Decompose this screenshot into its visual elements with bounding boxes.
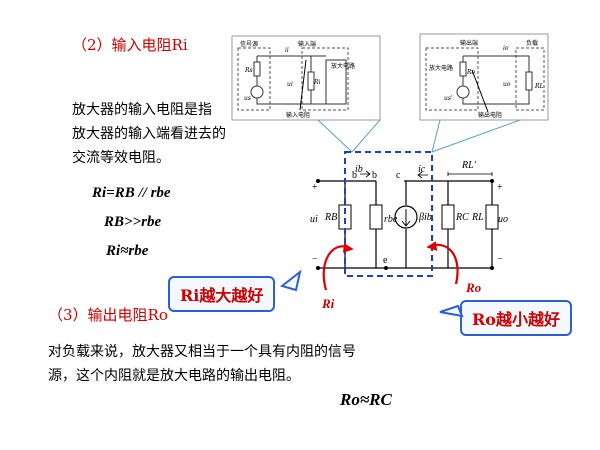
output-wiring	[462, 55, 530, 105]
equivalent-circuit: + − + − ui uo b b c e ib ic RB rbe βib R…	[310, 160, 508, 270]
rl-prime-bracket	[447, 172, 493, 176]
e-node: e	[383, 255, 388, 266]
signal-source-box	[237, 47, 271, 111]
formula-ri: Ri=RB // rbe	[92, 185, 171, 201]
rl-resistor	[525, 71, 533, 91]
output-source-circle	[456, 85, 470, 99]
desc-line-2: 放大器的输入端看进去的	[72, 126, 226, 142]
ri-callout-pointer	[279, 269, 302, 292]
amplifier-boundary	[344, 151, 433, 277]
ui-label-main: ui	[310, 214, 318, 225]
output-resistance-label: 输出电阻	[478, 111, 502, 119]
output-pointer	[471, 69, 489, 113]
rl-prime-label: RL'	[461, 160, 477, 171]
rs-resistor	[253, 61, 261, 77]
c-node: c	[396, 170, 401, 181]
formula-ro: Ro≈RC	[340, 390, 392, 409]
load-label: 负载	[526, 39, 538, 47]
current-source-arrow	[401, 209, 411, 227]
connector-right-1	[431, 119, 441, 153]
io-label: io	[503, 45, 509, 52]
rb-label: RB	[324, 212, 337, 223]
signal-source-label: 信号源	[240, 40, 258, 48]
rl-label: RL	[534, 83, 544, 90]
ro-arrowhead	[426, 241, 438, 251]
formula-ri-approx: Ri≈rbe	[106, 243, 149, 259]
ri-label: Ri	[313, 79, 321, 86]
desc-line-1: 放大器的输入电阻是指	[72, 102, 212, 118]
uo-label-main: uo	[498, 214, 508, 225]
ri-resistor	[307, 71, 315, 91]
formula-rb-gg-rbe: RB>>rbe	[104, 214, 162, 230]
ro-label: Ro	[466, 69, 476, 76]
output-resistance-inset: 输出端 负载 放大电路 输出电阻 io uo RL Ro us'	[419, 33, 549, 121]
rs-label: Rs	[244, 67, 253, 74]
connector-right-2	[431, 119, 521, 153]
ri-arrow-label: Ri	[321, 296, 335, 311]
ro-resistor	[459, 61, 467, 77]
desc-line-3: 交流等效电阻。	[72, 150, 170, 166]
rbe-label: rbe	[384, 214, 398, 225]
emitter-node	[384, 266, 388, 270]
input-terminal-top	[316, 179, 320, 183]
rl-label-main: RL	[471, 212, 484, 223]
amplifier-label: 放大电路	[331, 62, 355, 70]
ib-label: ib	[355, 164, 363, 175]
ro-callout-pointer	[439, 304, 464, 318]
connector-left-2	[351, 119, 381, 153]
input-wiring	[256, 55, 326, 105]
ri-arrowhead	[342, 243, 354, 253]
ib-arrow	[360, 170, 371, 178]
plus-right: +	[497, 182, 503, 193]
ui-label: ui	[287, 81, 293, 88]
minus-left: −	[312, 254, 318, 265]
input-pointer	[299, 59, 307, 111]
rc-resistor	[441, 204, 455, 230]
output-amplifier-box	[425, 47, 479, 111]
rbe-resistor	[369, 204, 383, 230]
input-resistance-inset: 信号源 输入端 放大电路 输入电阻 ii ui Ri Rs us	[231, 35, 381, 121]
input-resistance-label: 输入电阻	[286, 111, 310, 119]
output-port-label: 输出端	[460, 39, 478, 47]
output-terminal-top	[490, 179, 494, 183]
rl-resistor-main	[485, 204, 499, 230]
plus-left: +	[312, 182, 318, 193]
output-resistance-description: 对负载来说，放大器又相当于一个具有内阻的信号 源，这个内阻就是放大电路的输出电阻…	[48, 340, 356, 388]
us-label: us	[244, 95, 251, 102]
ro-arrow	[429, 243, 459, 285]
callout-ro-smaller-better: Ro越小越好	[460, 300, 572, 336]
ii-label: ii	[285, 47, 289, 54]
minus-right: −	[497, 254, 503, 265]
amplifier-box	[301, 47, 349, 111]
section-3-title: （3）输出电阻Ro	[48, 306, 168, 324]
section-2-title: （2）输入电阻Ri	[72, 36, 188, 54]
out-desc-line-2: 源，这个内阻就是放大电路的输出电阻。	[48, 368, 300, 384]
uo-label: uo	[503, 81, 511, 88]
beta-ib-label: βib	[418, 212, 432, 223]
amplifier-inner-box	[325, 59, 347, 105]
source-circle	[250, 85, 264, 99]
input-resistance-description: 放大器的输入电阻是指 放大器的输入端看进去的 交流等效电阻。	[72, 98, 226, 170]
output-amplifier-label: 放大电路	[429, 64, 453, 72]
b-node-2: b	[372, 170, 377, 181]
output-terminal-bottom	[490, 266, 494, 270]
out-desc-line-1: 对负载来说，放大器又相当于一个具有内阻的信号	[48, 344, 356, 360]
b-node-1: b	[352, 170, 357, 181]
input-terminal-bottom	[316, 266, 320, 270]
connector-left-1	[317, 119, 353, 153]
ro-arrow-label: Ro	[465, 280, 482, 295]
us-prime-label: us'	[444, 95, 453, 102]
ic-arrow	[417, 171, 428, 179]
ic-label: ic	[418, 164, 426, 175]
callout-ri-bigger-better: Ri越大越好	[168, 276, 276, 312]
rc-label: RC	[455, 212, 469, 223]
input-port-label: 输入端	[298, 40, 316, 48]
